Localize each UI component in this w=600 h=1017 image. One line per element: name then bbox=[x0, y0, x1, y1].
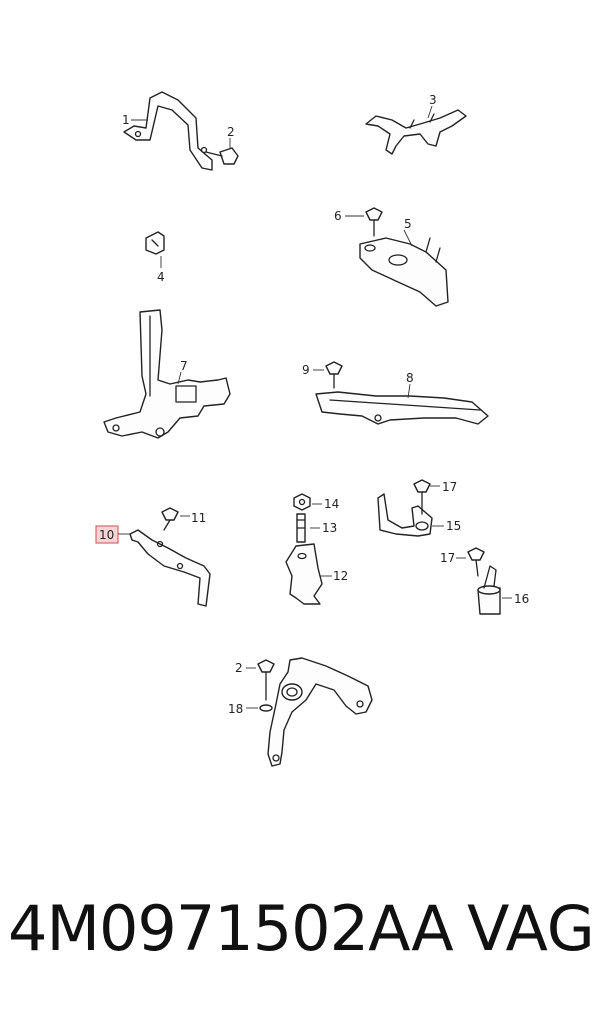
part-17-bolt-upper[interactable] bbox=[413, 479, 431, 515]
callout-10: 10 bbox=[99, 528, 114, 542]
callout-5: 5 bbox=[404, 217, 412, 231]
part-7-bracket[interactable] bbox=[103, 309, 231, 439]
callout-13: 13 bbox=[322, 521, 337, 535]
callout-3: 3 bbox=[429, 93, 437, 107]
part-11-bolt[interactable] bbox=[161, 507, 179, 531]
callout-16: 16 bbox=[514, 592, 529, 606]
part-17-bolt-lower[interactable] bbox=[467, 547, 485, 577]
part-number: 4M0971502AA bbox=[8, 892, 454, 965]
part-18-washer[interactable] bbox=[259, 704, 273, 712]
callout-11: 11 bbox=[191, 511, 206, 525]
callout-6: 6 bbox=[334, 209, 342, 223]
callout-2b: 2 bbox=[235, 661, 243, 675]
part-4-clip[interactable] bbox=[145, 231, 165, 255]
callout-10-highlight bbox=[95, 525, 119, 544]
part-9-bolt[interactable] bbox=[325, 361, 343, 389]
part-10-bracket[interactable] bbox=[129, 529, 211, 607]
footer: 4M0971502AA VAG bbox=[0, 892, 600, 982]
callout-12: 12 bbox=[333, 569, 348, 583]
part-14-nut[interactable] bbox=[293, 493, 311, 511]
callout-17a: 17 bbox=[442, 480, 457, 494]
callout-17b: 17 bbox=[440, 551, 455, 565]
part-16-mount[interactable] bbox=[477, 565, 501, 615]
bottom-bracket-assembly[interactable] bbox=[267, 657, 373, 767]
part-2-bolt[interactable] bbox=[205, 147, 239, 165]
part-13-stud[interactable] bbox=[296, 513, 306, 543]
callout-18: 18 bbox=[228, 702, 243, 716]
part-5-mount[interactable] bbox=[359, 237, 449, 307]
part-12-bracket[interactable] bbox=[285, 543, 323, 605]
part-6-bolt[interactable] bbox=[365, 207, 383, 237]
callout-7: 7 bbox=[180, 359, 188, 373]
part-8-bracket[interactable] bbox=[315, 391, 489, 425]
callout-1: 1 bbox=[122, 113, 130, 127]
part-2-bolt-lower[interactable] bbox=[257, 659, 275, 701]
parts-diagram: 1 2 3 4 5 6 7 bbox=[95, 91, 529, 767]
callout-4: 4 bbox=[157, 270, 165, 284]
callout-9: 9 bbox=[302, 363, 310, 377]
part-15-bracket[interactable] bbox=[377, 493, 433, 537]
brand-label: VAG bbox=[467, 892, 595, 965]
callout-15: 15 bbox=[446, 519, 461, 533]
part-1-bracket[interactable] bbox=[123, 91, 213, 171]
callout-2a: 2 bbox=[227, 125, 235, 139]
callout-14: 14 bbox=[324, 497, 339, 511]
part-3-bracket[interactable] bbox=[365, 109, 467, 155]
callout-8: 8 bbox=[406, 371, 414, 385]
